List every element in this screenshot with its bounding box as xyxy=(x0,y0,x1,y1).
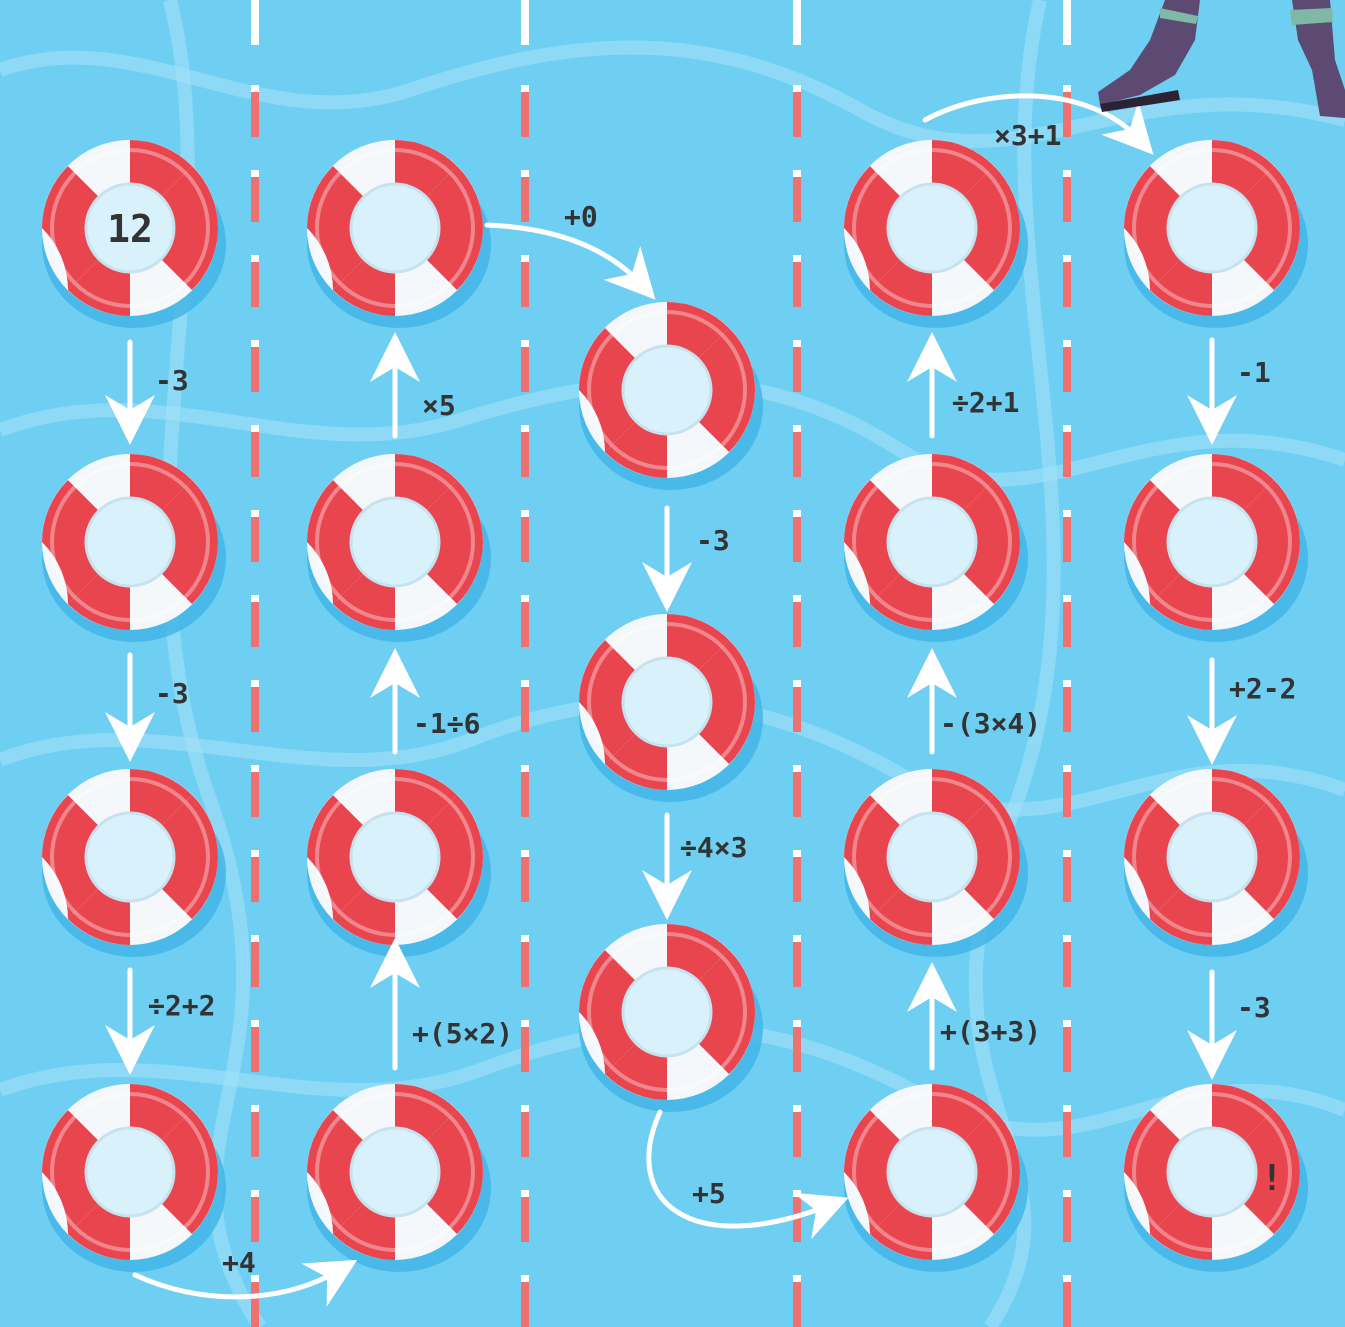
operation-label: +5 xyxy=(692,1177,726,1210)
operation-label: ÷2+1 xyxy=(952,386,1019,419)
operation-label: +0 xyxy=(564,200,598,233)
operation-label: -3 xyxy=(155,364,189,397)
operation-label: ÷2+2 xyxy=(148,989,215,1022)
operation-label: ×3+1 xyxy=(994,119,1061,152)
operation-label: +(3+3) xyxy=(940,1015,1041,1048)
operation-label: +2-2 xyxy=(1229,672,1296,705)
operation-label: ×5 xyxy=(422,389,456,422)
start-value: 12 xyxy=(107,207,153,251)
operation-label: -3 xyxy=(1237,991,1271,1024)
operation-label: +(5×2) xyxy=(412,1017,513,1050)
operation-label: ÷4×3 xyxy=(680,831,747,864)
operation-label: +4 xyxy=(222,1246,256,1279)
operation-label: -(3×4) xyxy=(940,707,1041,740)
goal-marker: ! xyxy=(1261,1158,1283,1199)
operation-label: -3 xyxy=(155,677,189,710)
operation-label: -1÷6 xyxy=(413,707,480,740)
operation-label: -1 xyxy=(1237,356,1271,389)
operation-label: -3 xyxy=(696,524,730,557)
